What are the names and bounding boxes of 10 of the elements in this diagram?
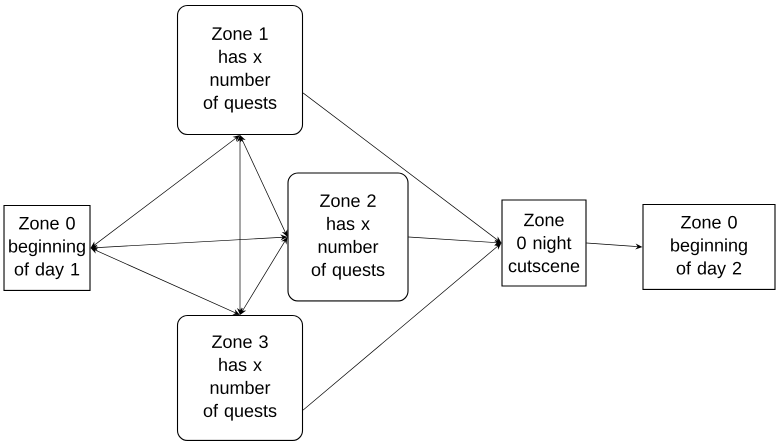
rounded-box: Zone 2 has x number of quests [287,172,409,302]
arrow [302,92,502,243]
process-box: Zone 0 beginning of day 1 [3,204,91,292]
arrow [240,237,288,315]
rounded-box: Zone 1 has x number of quests [176,4,304,136]
process-box: Zone 0 night cutscene [501,199,587,287]
process-box: Zone 0 beginning of day 2 [642,204,776,290]
arrow [302,243,502,410]
arrow [90,135,240,248]
rounded-box: Zone 3 has x number of quests [176,314,304,442]
